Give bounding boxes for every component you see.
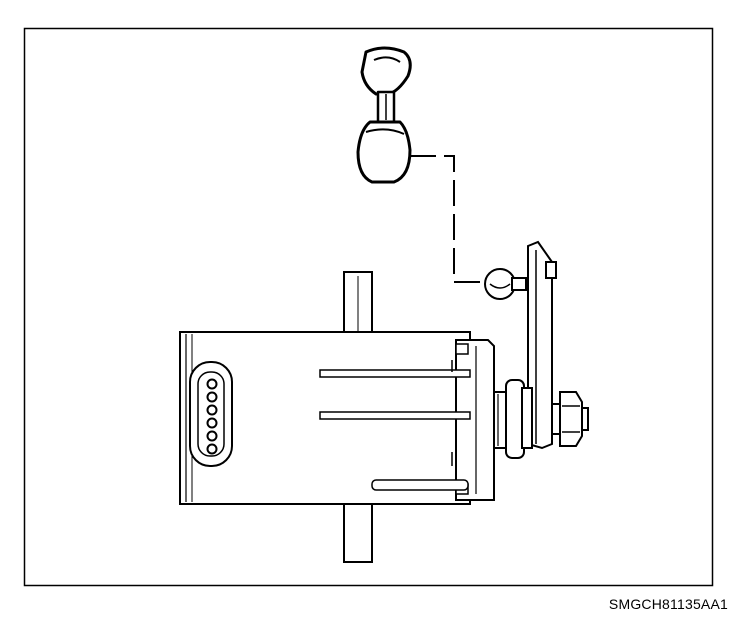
electrical-connector bbox=[189, 361, 233, 467]
actuator-body bbox=[179, 271, 495, 563]
upper-socket-inner bbox=[373, 56, 401, 63]
figure-frame bbox=[23, 27, 714, 587]
slot-lower bbox=[371, 479, 469, 491]
linkage-rod bbox=[356, 46, 412, 184]
slot-middle bbox=[319, 411, 471, 420]
figure-code: SMGCH81135AA1 bbox=[608, 596, 728, 612]
connector-pin-5 bbox=[206, 430, 218, 442]
ball-stud bbox=[484, 268, 527, 300]
ball-stud-neck bbox=[511, 277, 527, 291]
end-cap bbox=[455, 339, 495, 501]
lower-socket bbox=[356, 120, 412, 184]
lower-socket-inner bbox=[365, 128, 405, 135]
connector-pin-2 bbox=[206, 391, 218, 403]
slot-upper bbox=[319, 369, 471, 378]
connector-pin-4 bbox=[206, 417, 218, 429]
connector-pin-1 bbox=[206, 378, 218, 390]
hex-nut bbox=[559, 391, 583, 447]
connector-pin-3 bbox=[206, 404, 218, 416]
upper-socket bbox=[360, 46, 412, 96]
washer bbox=[521, 387, 533, 449]
lever-boss bbox=[545, 261, 557, 279]
bolt-tip bbox=[581, 407, 589, 431]
connector-pin-6 bbox=[206, 443, 218, 455]
ball-stud-ball bbox=[484, 268, 516, 300]
connection-dashed-line bbox=[410, 155, 486, 283]
shaft-nut-assembly bbox=[493, 379, 589, 459]
